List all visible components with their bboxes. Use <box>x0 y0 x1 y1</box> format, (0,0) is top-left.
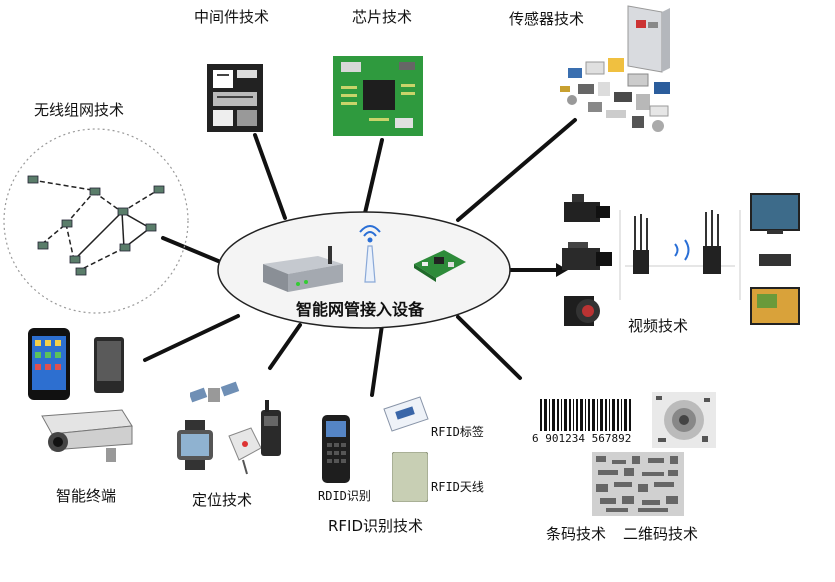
rfid-tag-image <box>383 396 429 432</box>
mobile-device-image <box>94 337 124 393</box>
video-cameras-image <box>562 194 612 326</box>
rfid-tag-label: RFID标签 <box>431 425 484 439</box>
link-terminal <box>143 314 240 362</box>
link-rfid <box>370 323 384 397</box>
link-chip <box>363 138 384 215</box>
surveillance-camera-image <box>41 409 133 462</box>
center-label: 智能网管接入设备 <box>296 300 425 319</box>
wifi-signal-icon <box>359 225 381 283</box>
matrix-code-image <box>592 452 684 516</box>
middleware-label: 中间件技术 <box>194 8 270 26</box>
barcode-label: 条码技术 <box>546 525 607 543</box>
barcode-image <box>540 399 631 431</box>
wireless-network-circle <box>3 128 189 314</box>
gateway-device-icon <box>263 246 343 292</box>
wireless-label: 无线组网技术 <box>34 101 125 119</box>
video-label: 视频技术 <box>628 317 689 335</box>
smartphone-image <box>28 328 70 400</box>
chip-board-image <box>333 56 423 136</box>
rfid-label: RFID识别技术 <box>328 517 424 535</box>
qrcode-label: 二维码技术 <box>623 525 699 543</box>
barcode-digits: 6 901234 567892 <box>532 432 632 445</box>
rfid-antenna-label: RFID天线 <box>431 480 484 494</box>
walkie-talkie-image <box>261 400 281 456</box>
video-transmission-image <box>619 210 741 300</box>
positioning-label: 定位技术 <box>192 491 253 509</box>
link-sensor <box>456 118 577 222</box>
rfid-antenna-image <box>392 452 428 502</box>
sensor-label: 传感器技术 <box>509 10 585 28</box>
link-middleware <box>253 133 287 220</box>
chip-label: 芯片技术 <box>352 8 413 26</box>
qr-code-image <box>652 392 716 448</box>
middleware-image <box>207 64 263 132</box>
rfid-reader-image <box>322 415 350 483</box>
satellite-image <box>190 381 240 403</box>
sensor-collection-image <box>560 5 670 132</box>
gps-watch-image <box>177 420 213 470</box>
wireless-mesh-image <box>27 175 165 276</box>
video-monitors-image <box>750 193 800 325</box>
link-positioning <box>268 323 302 370</box>
link-barcode <box>456 315 522 380</box>
center-ellipse <box>217 211 511 329</box>
terminal-label: 智能终端 <box>56 487 117 505</box>
rfid-reader-label: RDID识别 <box>318 489 371 503</box>
module-board-icon <box>414 250 466 282</box>
link-wireless <box>161 236 225 265</box>
